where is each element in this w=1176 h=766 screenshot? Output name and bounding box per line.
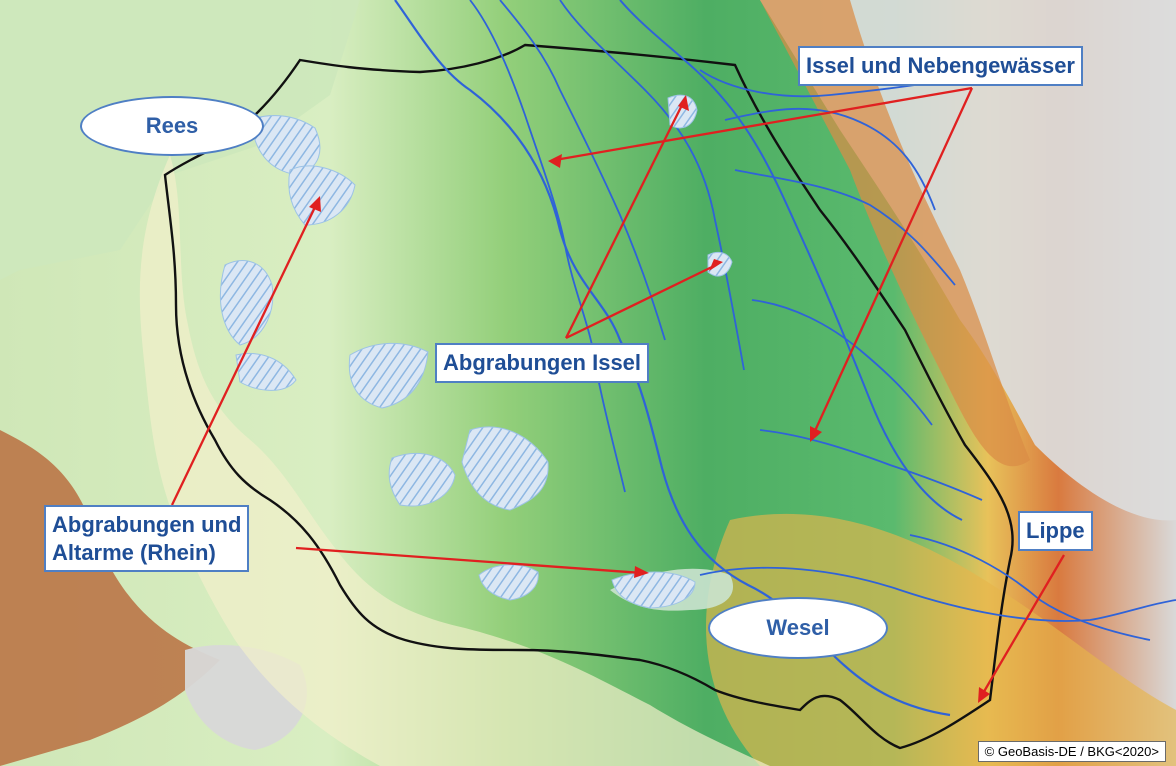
callout-issel-nebengewaesser: Issel und Nebengewässer xyxy=(798,46,1083,86)
hatched-area-11 xyxy=(707,251,733,277)
river-line-10 xyxy=(759,429,983,501)
river-line-5 xyxy=(619,0,963,521)
river-line-2 xyxy=(469,0,626,493)
arrowhead-lippe xyxy=(978,687,990,703)
river-line-3 xyxy=(499,0,666,341)
arrowhead-issel-south xyxy=(810,426,822,442)
arrow-lippe xyxy=(981,554,1065,696)
callout-lippe-text: Lippe xyxy=(1026,518,1085,543)
arrowhead-abgrabungen-issel-east xyxy=(709,259,723,271)
southeast-terraces xyxy=(706,513,1176,766)
place-label-wesel-text: Wesel xyxy=(766,615,830,640)
arrowhead-rhein-east xyxy=(634,566,649,578)
callout-abgrabungen-rhein-line1: Abgrabungen und xyxy=(52,512,242,537)
copyright-text: © GeoBasis-DE / BKG<2020> xyxy=(984,744,1159,759)
hatched-area-7 xyxy=(461,426,549,511)
hatched-area-9 xyxy=(478,564,539,601)
callout-abgrabungen-issel-text: Abgrabungen Issel xyxy=(443,350,642,375)
hatched-area-5 xyxy=(348,342,429,409)
river-line-8 xyxy=(734,169,956,286)
river-line-4 xyxy=(559,0,745,371)
hatched-area-4 xyxy=(235,352,297,391)
place-label-rees-text: Rees xyxy=(145,113,199,138)
hatched-area-1 xyxy=(254,115,321,176)
hatched-area-8 xyxy=(611,571,696,609)
hatched-area-6 xyxy=(388,453,456,507)
rhine-floodplain xyxy=(139,155,771,766)
arrow-to-issel-south xyxy=(812,87,974,434)
study-area-boundary xyxy=(163,43,1014,750)
callout-issel-nebengewaesser-text: Issel und Nebengewässer xyxy=(806,53,1075,78)
arrow-abgrabungen-issel-north xyxy=(564,102,685,339)
arrow-to-issel-west xyxy=(554,86,973,162)
river-line-7 xyxy=(724,107,936,211)
arrowhead-rhein-north xyxy=(309,196,321,212)
river-line-11 xyxy=(699,566,1176,622)
hatched-area-2 xyxy=(288,165,356,226)
callout-abgrabungen-rhein: Abgrabungen und Altarme (Rhein) xyxy=(44,505,250,572)
arrowhead-issel-west xyxy=(548,154,562,168)
place-label-rees: Rees xyxy=(80,96,264,156)
callout-abgrabungen-issel: Abgrabungen Issel xyxy=(435,343,650,383)
arrow-rhein-east xyxy=(295,546,643,575)
callout-abgrabungen-rhein-line2: Altarme (Rhein) xyxy=(52,539,216,565)
river-line-9 xyxy=(751,299,933,426)
callout-lippe: Lippe xyxy=(1018,511,1093,551)
upland-edge-east xyxy=(760,0,1030,467)
arrow-rhein-north xyxy=(170,204,318,506)
copyright-notice: © GeoBasis-DE / BKG<2020> xyxy=(977,741,1166,762)
place-label-wesel: Wesel xyxy=(708,597,888,659)
river-line-12 xyxy=(909,534,1151,641)
arrow-abgrabungen-issel-east xyxy=(565,263,717,340)
arrowhead-abgrabungen-issel-north xyxy=(678,95,689,111)
